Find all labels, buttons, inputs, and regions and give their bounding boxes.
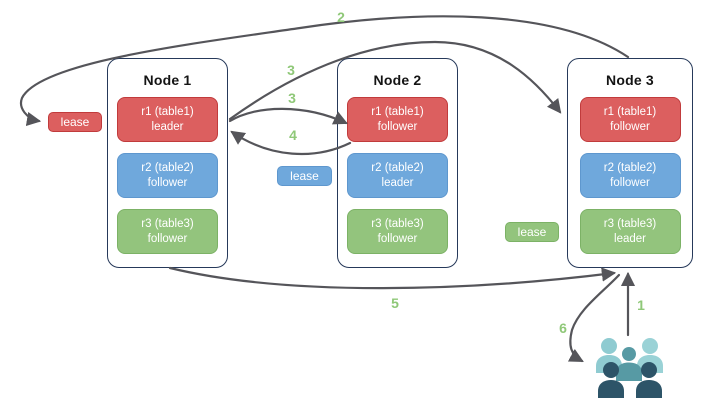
replica-role-label: follower xyxy=(610,176,650,189)
replica-r1-table1-leader: r1 (table1) leader xyxy=(117,97,218,142)
replica-role-label: leader xyxy=(614,232,646,245)
replica-r3-table3-follower: r3 (table3) follower xyxy=(117,209,218,254)
replica-role-label: follower xyxy=(147,232,188,245)
replica-role-label: follower xyxy=(610,120,650,133)
node-1: Node 1 r1 (table1) leader r2 (table2) fo… xyxy=(107,58,228,268)
node-title: Node 1 xyxy=(143,72,192,88)
replica-range-label: r3 (table3) xyxy=(141,217,194,230)
replica-range-label: r3 (table3) xyxy=(603,217,657,230)
lease-badge-table2: lease xyxy=(277,166,332,186)
replica-range-label: r1 (table1) xyxy=(141,105,194,118)
arrow-step-5-node1-to-gateway xyxy=(168,266,617,290)
replica-role-label: leader xyxy=(381,176,414,189)
step-label-1: 1 xyxy=(637,297,645,313)
replica-r2-table2-leader: r2 (table2) leader xyxy=(347,153,448,198)
replica-r2-table2-follower: r2 (table2) follower xyxy=(117,153,218,198)
step-label-5: 5 xyxy=(391,295,399,311)
replica-role-label: leader xyxy=(151,120,184,133)
replica-r3-table3-leader: r3 (table3) leader xyxy=(579,209,681,254)
replica-r1-table1-follower: r1 (table1) follower xyxy=(579,97,681,142)
step-label-4: 4 xyxy=(289,127,297,143)
node-title: Node 3 xyxy=(606,72,654,88)
arrow-step-3-leader-to-node2-follower xyxy=(228,107,348,125)
arrow-step-6-gateway-to-client xyxy=(567,273,621,363)
users-group-icon xyxy=(596,338,663,398)
step-label-3a: 3 xyxy=(287,62,295,78)
node-title: Node 2 xyxy=(373,72,422,88)
node-2: Node 2 r1 (table1) follower r2 (table2) … xyxy=(337,58,458,268)
replica-r1-table1-follower: r1 (table1) follower xyxy=(347,97,448,142)
step-label-2: 2 xyxy=(337,9,345,25)
replica-r3-table3-follower: r3 (table3) follower xyxy=(347,209,448,254)
replica-range-label: r1 (table1) xyxy=(603,105,657,118)
replica-range-label: r3 (table3) xyxy=(371,217,424,230)
replica-range-label: r1 (table1) xyxy=(371,105,424,118)
replica-role-label: follower xyxy=(377,232,418,245)
replica-role-label: follower xyxy=(147,176,188,189)
replica-range-label: r2 (table2) xyxy=(603,161,657,174)
lease-badge-table3: lease xyxy=(505,222,559,242)
replica-range-label: r2 (table2) xyxy=(371,161,424,174)
step-label-6: 6 xyxy=(559,320,567,336)
replica-role-label: follower xyxy=(377,120,418,133)
replica-range-label: r2 (table2) xyxy=(141,161,194,174)
step-label-3b: 3 xyxy=(288,90,296,106)
node-3: Node 3 r1 (table1) follower r2 (table2) … xyxy=(567,58,693,268)
lease-badge-table1: lease xyxy=(48,112,102,132)
replica-r2-table2-follower: r2 (table2) follower xyxy=(579,153,681,198)
